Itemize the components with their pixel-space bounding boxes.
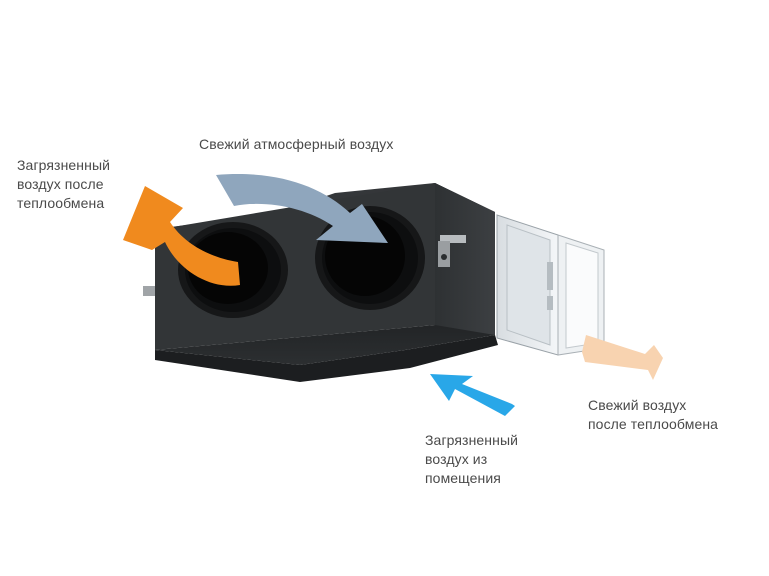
exhaust-air-label: Загрязненный воздух после теплообмена: [17, 156, 110, 213]
return-air-label-line: Загрязненный: [425, 432, 519, 448]
fresh-intake-curved-arrow-icon: [216, 174, 388, 243]
mounting-bracket-right: [438, 235, 466, 267]
exhaust-air-label-line: Загрязненный: [17, 157, 111, 173]
return-arrow-icon: [430, 374, 515, 416]
mounting-bracket-left: [143, 286, 155, 296]
return-air-label: Загрязненный воздух из помещения: [425, 431, 518, 488]
supply-air-label-line: Свежий воздух: [588, 397, 687, 413]
exhaust-air-label-line: воздух после: [17, 176, 104, 192]
exhaust-air-label-line: теплообмена: [17, 195, 105, 211]
return-air-label-line: помещения: [425, 470, 501, 486]
supply-air-label: Свежий воздух после теплообмена: [588, 396, 718, 434]
supply-air-label-line: после теплообмена: [588, 416, 719, 432]
fresh-intake-label: Свежий атмосферный воздух: [199, 135, 394, 154]
return-air-label-line: воздух из: [425, 451, 488, 467]
filter-cassette: [496, 214, 605, 356]
exhaust-curved-arrow-icon: [123, 186, 240, 286]
fresh-intake-label-line: Свежий атмосферный воздух: [199, 136, 394, 152]
supply-arrow-icon: [582, 335, 663, 380]
